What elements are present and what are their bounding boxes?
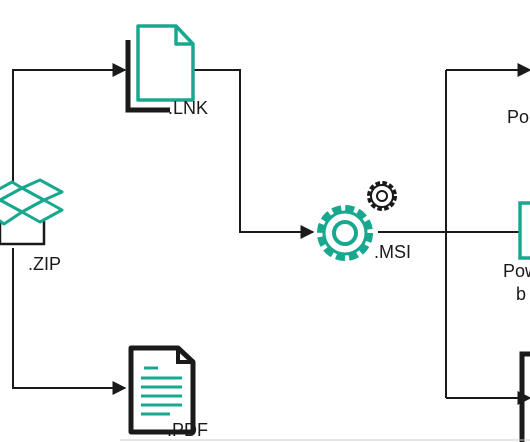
edge-zip-to-lnk xyxy=(12,63,127,190)
pdf-document-icon xyxy=(128,345,196,435)
right-middle-label-line1: Pow xyxy=(503,261,530,281)
edge-lnk-to-msi xyxy=(193,69,315,239)
right-middle-icon xyxy=(518,201,530,260)
zip-archive-icon xyxy=(0,178,64,246)
zip-label: .ZIP xyxy=(28,254,62,274)
edge-zip-to-pdf xyxy=(12,248,127,395)
connectors xyxy=(12,63,530,405)
pdf-label: .PDF xyxy=(167,420,209,440)
right-top-label: Po xyxy=(507,107,530,127)
small-gear-icon xyxy=(367,181,397,211)
lnk-file-icon xyxy=(125,24,195,113)
lnk-label: .LNK xyxy=(168,98,209,118)
right-bottom-icon xyxy=(519,351,530,442)
right-middle-label-line2: b xyxy=(516,284,527,304)
msi-gear-icon xyxy=(317,205,373,261)
msi-label: .MSI xyxy=(374,242,412,262)
